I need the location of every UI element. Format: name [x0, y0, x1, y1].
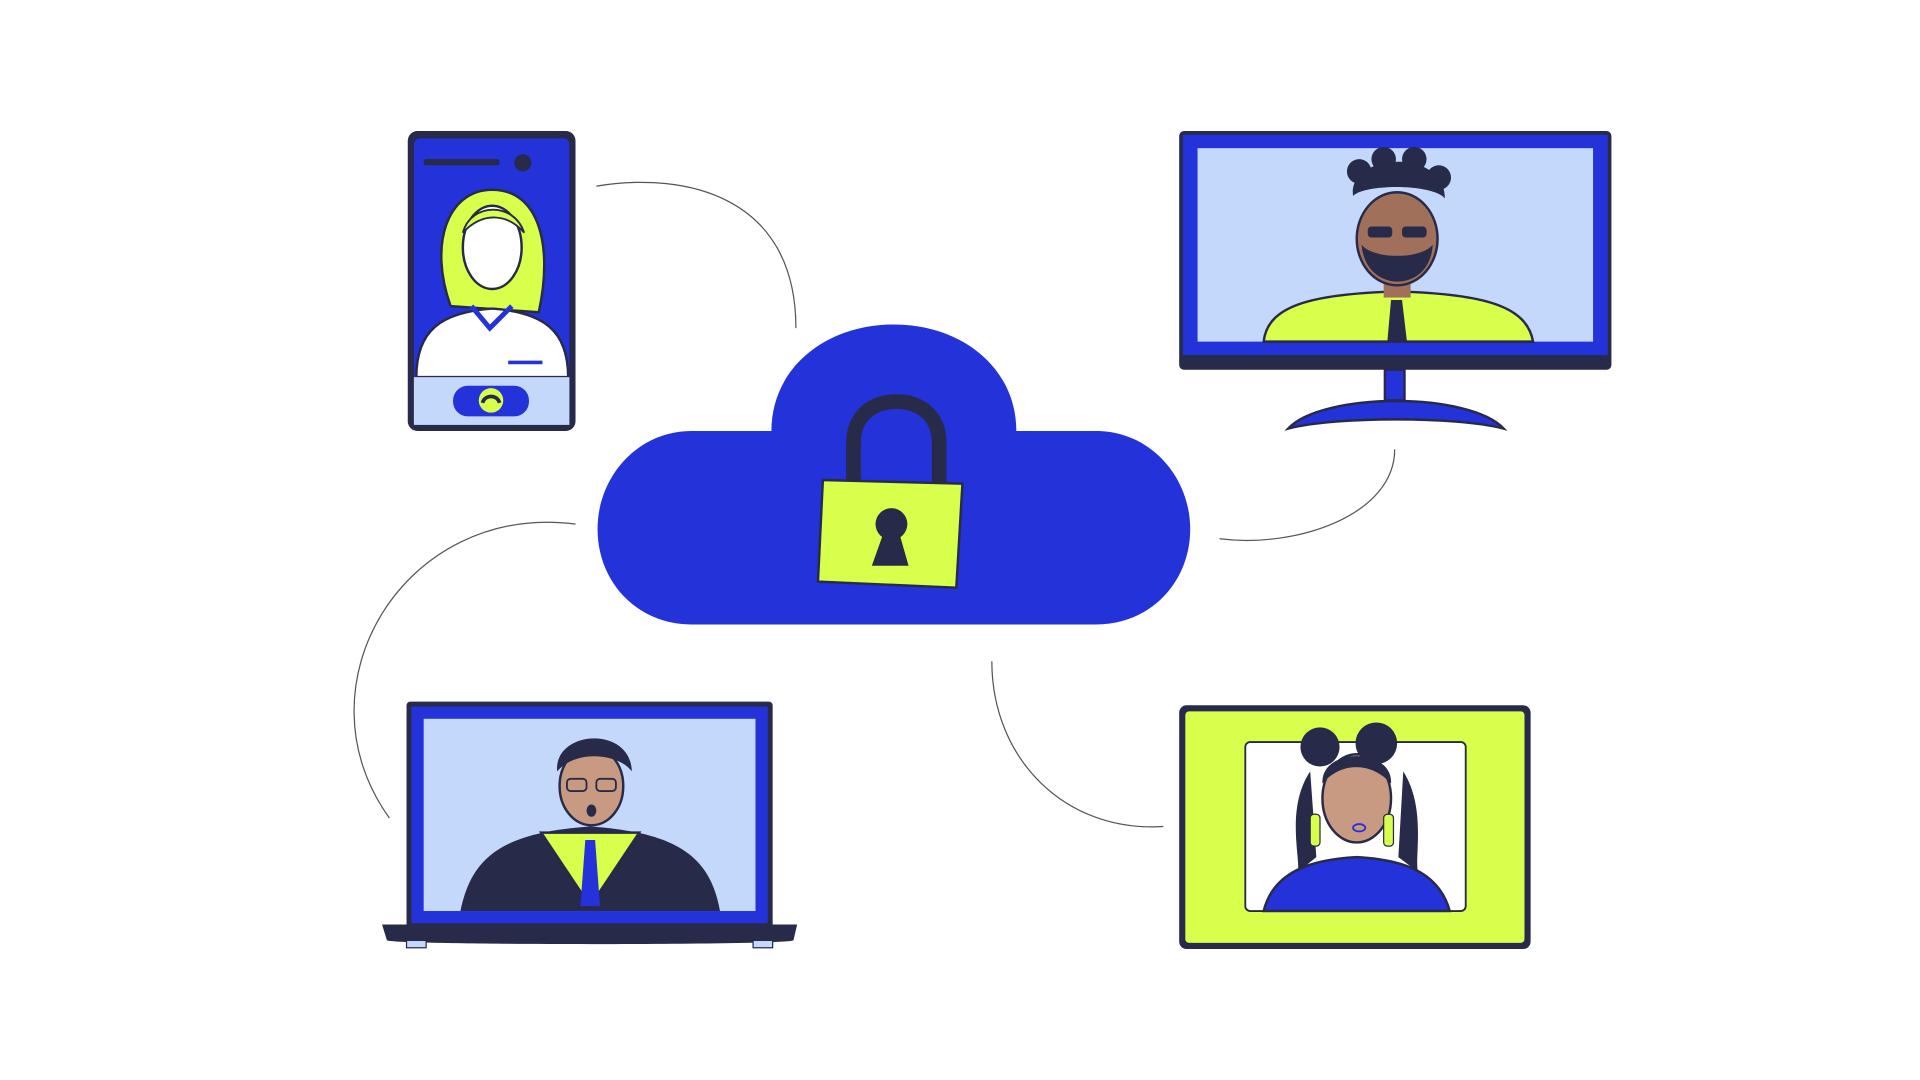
- man-with-glasses-avatar: [460, 738, 720, 912]
- tablet: [1179, 705, 1531, 949]
- bearded-man-avatar: [1262, 146, 1535, 343]
- woman-with-braids-avatar: [1262, 722, 1452, 913]
- connector-laptop-cloud: [353, 521, 576, 819]
- connector-phone-cloud: [596, 181, 797, 329]
- smartphone: [407, 131, 576, 432]
- desktop-monitor: [1179, 131, 1612, 431]
- connector-lines: [353, 181, 1396, 828]
- connector-tablet-cloud: [991, 661, 1164, 828]
- laptop: [382, 701, 798, 949]
- woman-avatar: [415, 188, 570, 379]
- padlock-icon: [816, 394, 964, 590]
- connector-monitor-cloud: [1219, 449, 1396, 542]
- cloud-icon: [597, 324, 1191, 625]
- keyhole-icon: [871, 508, 909, 566]
- hang-up-phone-icon[interactable]: [478, 388, 504, 413]
